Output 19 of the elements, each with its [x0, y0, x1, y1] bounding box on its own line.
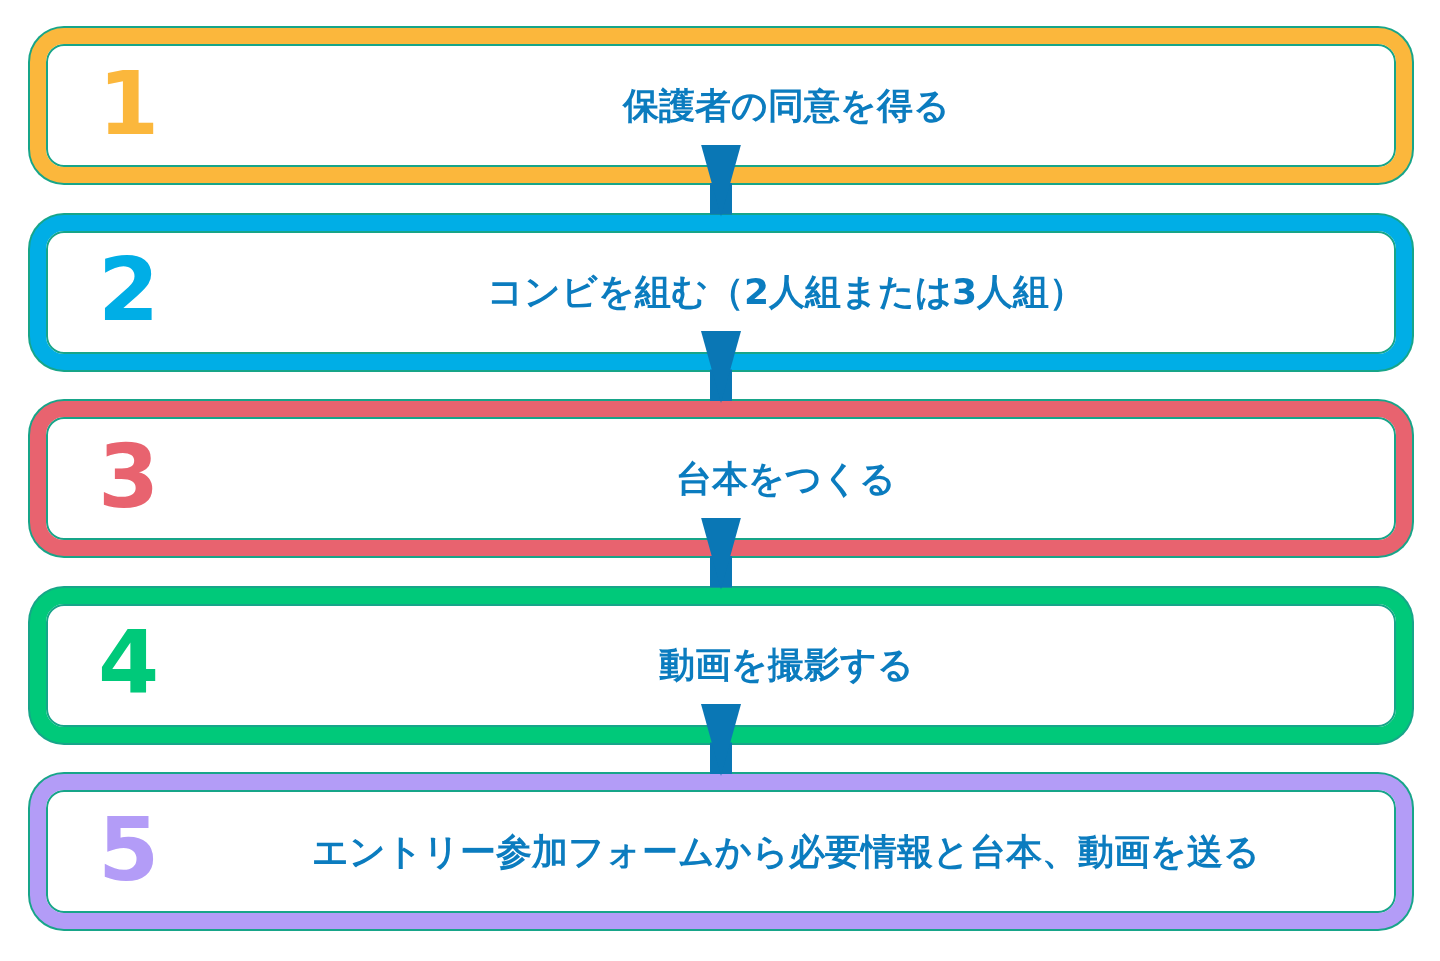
- arrow: [701, 144, 741, 217]
- arrow: [701, 331, 741, 403]
- step-number: 3: [98, 432, 160, 521]
- step-number: 4: [98, 619, 160, 708]
- step-box: [30, 774, 1412, 929]
- step-label: 台本をつくる: [675, 456, 897, 501]
- step-box: [30, 28, 1412, 183]
- step-box: [30, 401, 1412, 556]
- step-label: 保護者の同意を得る: [621, 83, 951, 128]
- step-label: 動画を撮影する: [657, 643, 915, 687]
- step-number: 2: [98, 246, 160, 335]
- arrow: [701, 517, 741, 590]
- step-label: エントリー参加フォームから必要情報と台本、動画を送る: [311, 829, 1261, 874]
- step-box: [30, 214, 1412, 370]
- arrow: [701, 704, 741, 776]
- step-number: 5: [98, 805, 160, 894]
- step-label: コンビを組む（2人組または3人組）: [485, 270, 1087, 314]
- step-number: 1: [98, 59, 160, 148]
- step-box: [30, 587, 1412, 743]
